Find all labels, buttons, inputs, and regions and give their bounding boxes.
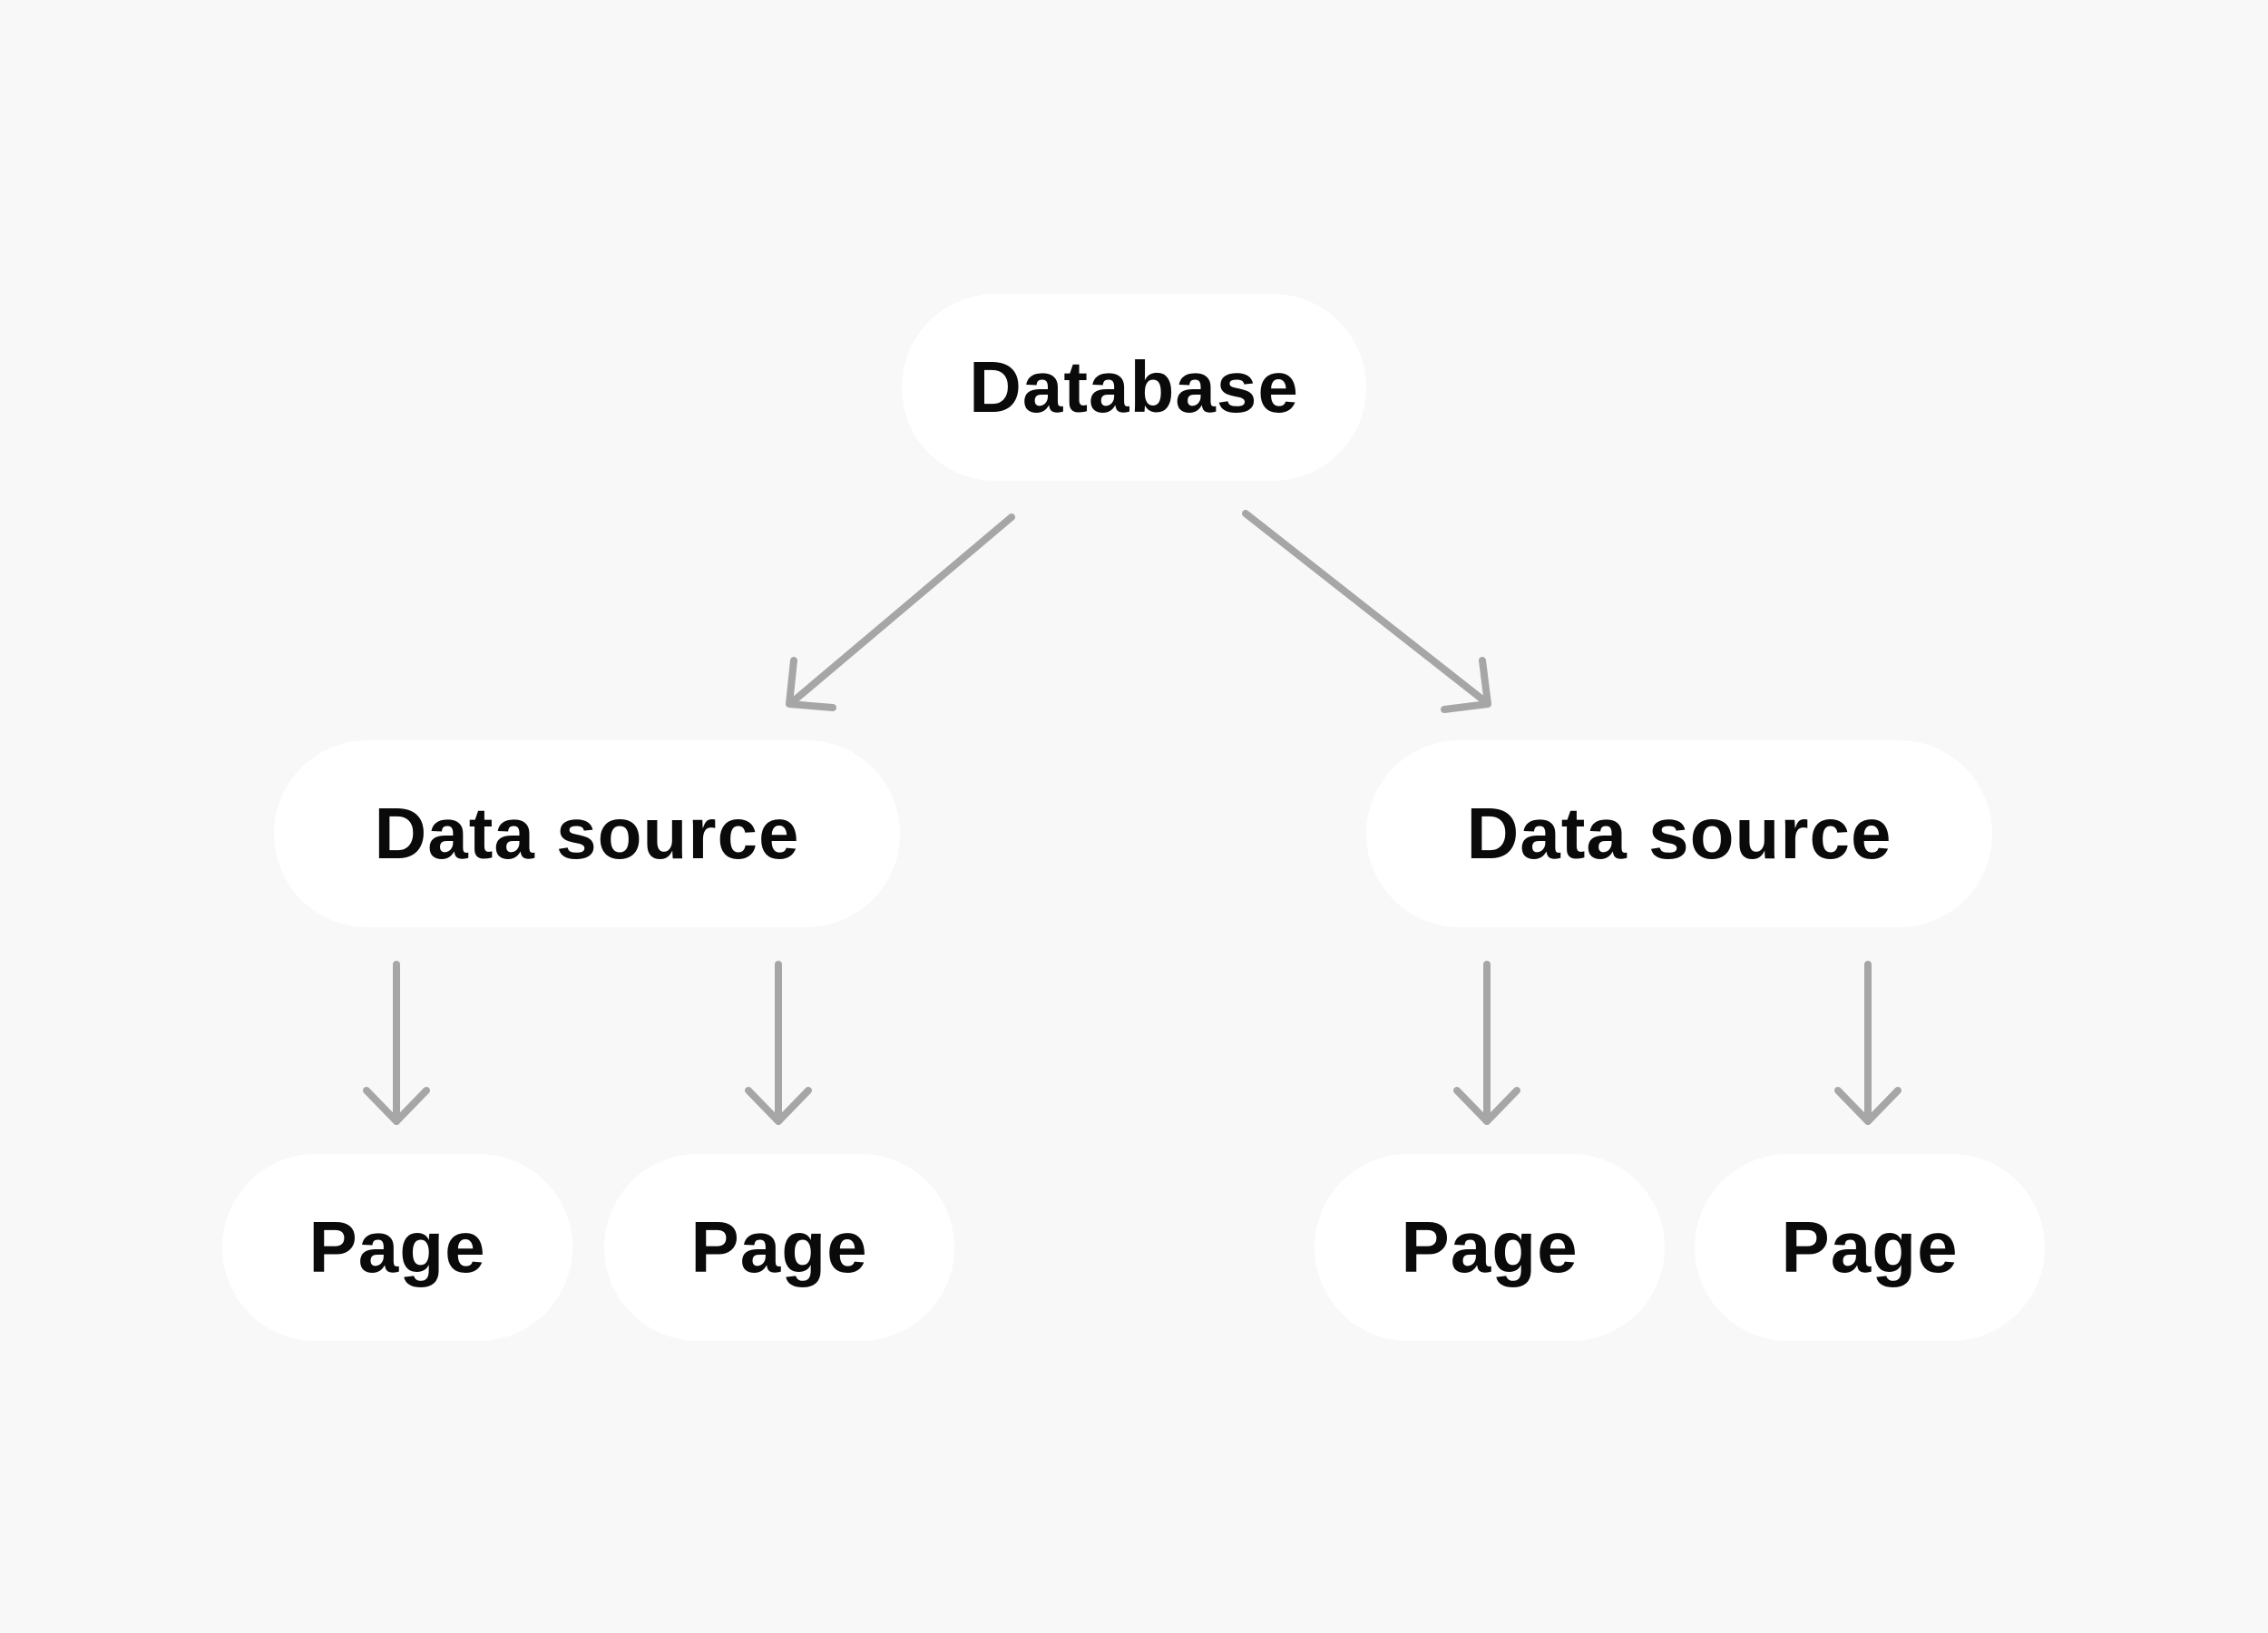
arrow-database-to-data-source-right — [1242, 510, 1491, 713]
data-source-node-right: Data source — [1366, 740, 1992, 927]
data-source-node-label: Data source — [374, 793, 800, 874]
page-node-4: Page — [1695, 1154, 2045, 1341]
page-node-label: Page — [1781, 1207, 1959, 1287]
page-node-3: Page — [1315, 1154, 1665, 1341]
data-source-node-label: Data source — [1466, 793, 1892, 874]
page-node-label: Page — [308, 1207, 486, 1287]
page-node-label: Page — [1401, 1207, 1579, 1287]
page-node-2: Page — [604, 1154, 954, 1341]
page-node-label: Page — [690, 1207, 868, 1287]
data-source-node-left: Data source — [274, 740, 900, 927]
page-node-1: Page — [222, 1154, 572, 1341]
arrow-data-source-left-to-page-2 — [745, 961, 812, 1125]
database-node: Database — [902, 294, 1366, 481]
database-node-label: Database — [969, 347, 1299, 427]
arrow-data-source-left-to-page-1 — [363, 961, 430, 1125]
arrow-database-to-data-source-left — [786, 513, 1015, 711]
arrow-data-source-right-to-page-3 — [1453, 961, 1520, 1125]
arrow-data-source-right-to-page-4 — [1834, 961, 1901, 1125]
